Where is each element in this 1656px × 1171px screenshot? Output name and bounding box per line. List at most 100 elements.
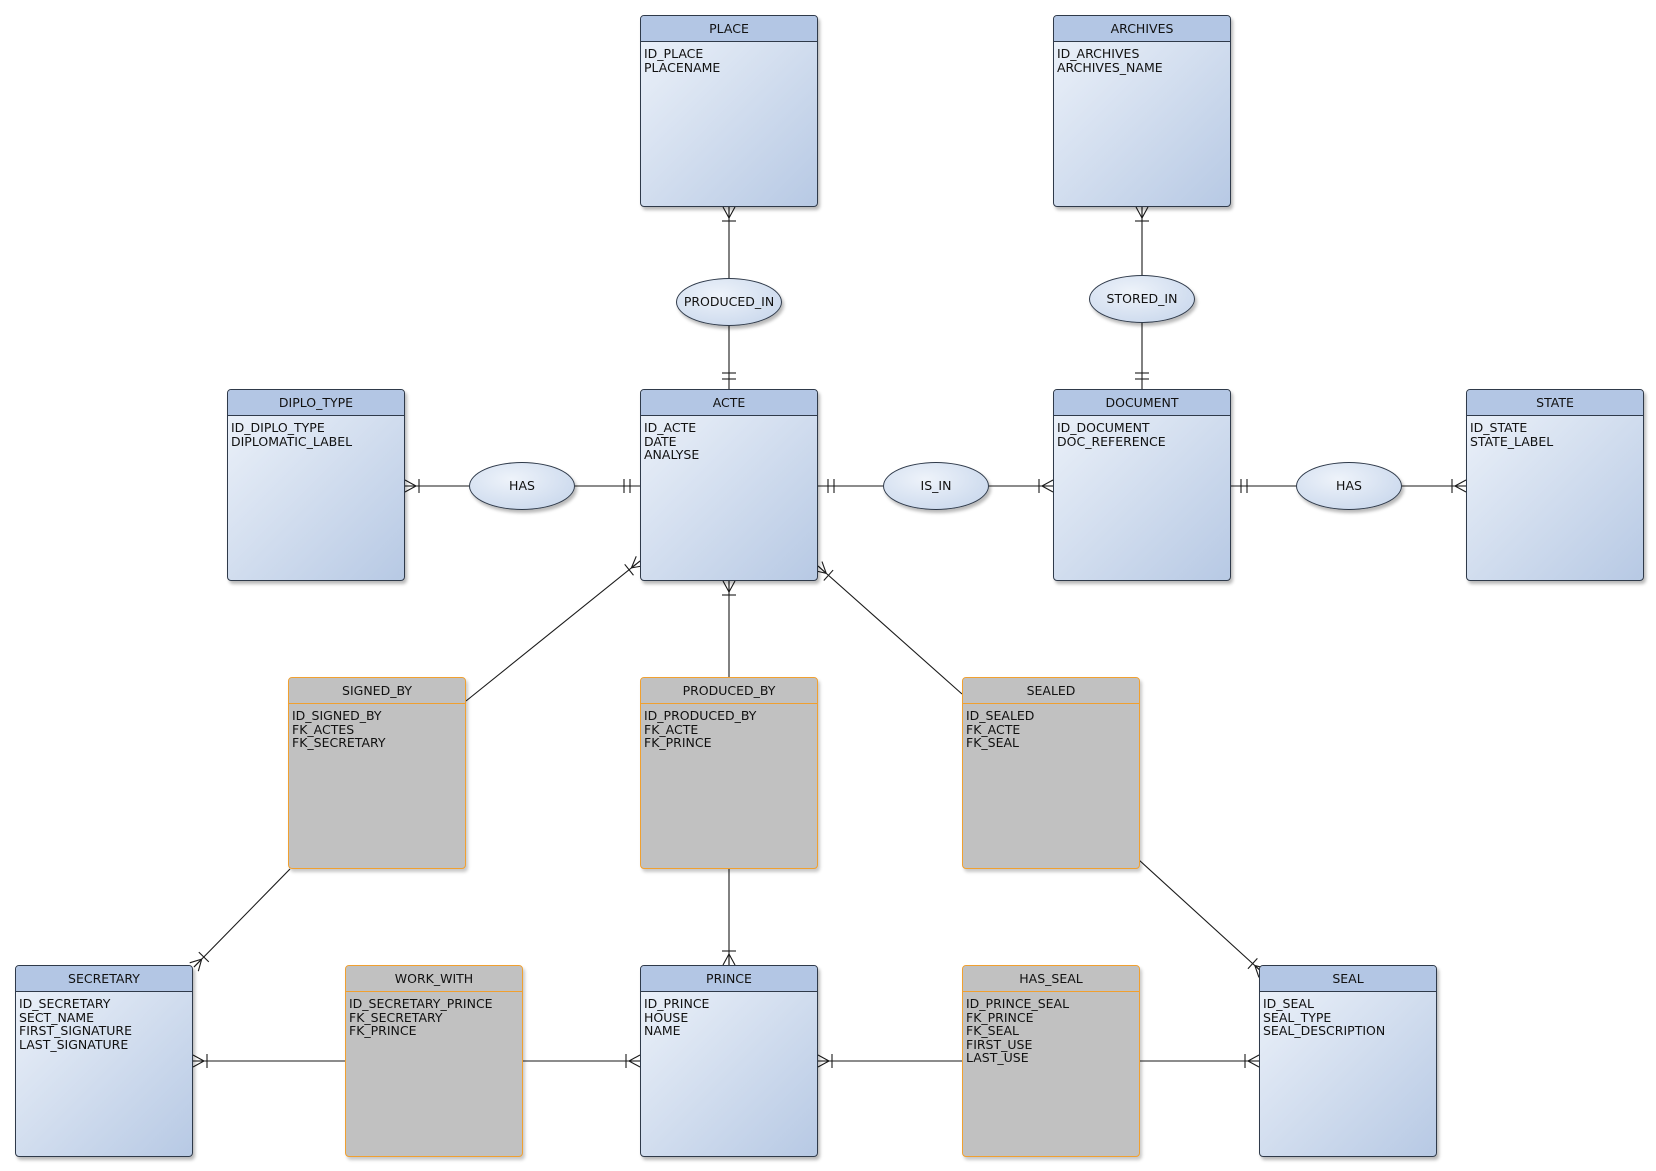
attribute: ARCHIVES_NAME — [1057, 59, 1163, 75]
attribute: ID_SECRETARY_PRINCE — [349, 996, 493, 1011]
attribute: PLACENAME — [644, 59, 721, 75]
entity-title: PLACE — [641, 16, 817, 42]
attribute: ANALYSE — [644, 447, 700, 463]
entity-title: PRODUCED_BY — [641, 678, 817, 704]
relationship-has-diplo[interactable]: HAS — [469, 462, 575, 510]
entity-document[interactable]: DOCUMENT ID_DOCUMENT DOC_REFERENCE — [1053, 389, 1231, 581]
attribute: FK_SEAL — [966, 735, 1019, 751]
attribute-list: ID_PRINCE_SEAL FK_PRINCE FK_SEAL FIRST_U… — [963, 992, 1139, 1070]
attribute: LAST_USE — [966, 1050, 1029, 1066]
relationship-stored-in[interactable]: STORED_IN — [1089, 275, 1195, 323]
crows-foot-mark — [1247, 1054, 1260, 1062]
attribute: SEAL_DESCRIPTION — [1263, 1023, 1386, 1039]
connector-line-13 — [193, 868, 291, 968]
attribute: LAST_SIGNATURE — [19, 1036, 129, 1052]
bar-mark — [1247, 958, 1258, 970]
attribute-list: ID_DOCUMENT DOC_REFERENCE — [1054, 416, 1230, 453]
entity-acte[interactable]: ACTE ID_ACTE DATE ANALYSE — [640, 389, 818, 581]
attribute: FK_SECRETARY — [349, 1009, 443, 1025]
crows-foot-mark — [189, 958, 202, 964]
attribute-list: ID_PRODUCED_BY FK_ACTE FK_PRINCE — [641, 704, 817, 755]
crows-foot-mark — [404, 479, 417, 487]
attribute: ID_PRODUCED_BY — [644, 708, 757, 723]
bar-mark — [198, 951, 210, 963]
attribute: FK_ACTE — [966, 721, 1021, 737]
crows-foot-mark — [821, 561, 827, 574]
attribute: ID_ARCHIVES — [1057, 46, 1140, 61]
connector-line-15 — [1138, 859, 1264, 974]
crows-foot-mark — [628, 1054, 641, 1062]
attribute: DIPLOMATIC_LABEL — [231, 433, 353, 449]
attribute: DATE — [644, 433, 677, 449]
attribute: NAME — [644, 1023, 681, 1039]
entity-place[interactable]: PLACE ID_PLACE PLACENAME — [640, 15, 818, 207]
entity-secretary[interactable]: SECRETARY ID_SECRETARY SECT_NAME FIRST_S… — [15, 965, 193, 1157]
entity-diplo-type[interactable]: DIPLO_TYPE ID_DIPLO_TYPE DIPLOMATIC_LABE… — [227, 389, 405, 581]
crows-foot-mark — [722, 953, 730, 966]
crows-foot-mark — [1135, 206, 1143, 219]
crows-foot-mark — [728, 580, 736, 593]
entity-title: SIGNED_BY — [289, 678, 465, 704]
attribute: DOC_REFERENCE — [1057, 433, 1166, 449]
bar-mark — [624, 563, 634, 576]
attribute-list: ID_STATE STATE_LABEL — [1467, 416, 1643, 453]
attribute-list: ID_ACTE DATE ANALYSE — [641, 416, 817, 467]
attribute: FK_SEAL — [966, 1023, 1019, 1039]
attribute: HOUSE — [644, 1009, 689, 1025]
relationship-is-in[interactable]: IS_IN — [883, 462, 989, 510]
attribute: FIRST_USE — [966, 1036, 1033, 1052]
attribute: ID_SEALED — [966, 708, 1035, 723]
crows-foot-mark — [1141, 206, 1149, 219]
attribute-list: ID_SEALED FK_ACTE FK_SEAL — [963, 704, 1139, 755]
crows-foot-mark — [728, 953, 736, 966]
crows-foot-mark — [1041, 485, 1054, 493]
crows-foot-mark — [192, 1054, 205, 1062]
relationship-has-state[interactable]: HAS — [1296, 462, 1402, 510]
attribute: ID_PLACE — [644, 46, 704, 61]
attribute: ID_SIGNED_BY — [292, 708, 382, 723]
attribute-list: ID_SIGNED_BY FK_ACTES FK_SECRETARY — [289, 704, 465, 755]
entity-seal[interactable]: SEAL ID_SEAL SEAL_TYPE SEAL_DESCRIPTION — [1259, 965, 1437, 1157]
attribute: ID_PRINCE_SEAL — [966, 996, 1070, 1011]
attribute: FIRST_SIGNATURE — [19, 1023, 132, 1039]
connector-line-10 — [465, 560, 641, 702]
attribute-list: ID_ARCHIVES ARCHIVES_NAME — [1054, 42, 1230, 79]
entity-title: ARCHIVES — [1054, 16, 1230, 42]
entity-title: WORK_WITH — [346, 966, 522, 992]
crows-foot-mark — [1454, 485, 1467, 493]
attribute-list: ID_PLACE PLACENAME — [641, 42, 817, 79]
crows-foot-mark — [728, 206, 736, 219]
attribute: FK_SECRETARY — [292, 735, 386, 751]
entity-prince[interactable]: PRINCE ID_PRINCE HOUSE NAME — [640, 965, 818, 1157]
attribute-list: ID_DIPLO_TYPE DIPLOMATIC_LABEL — [228, 416, 404, 453]
crows-foot-mark — [192, 1060, 205, 1068]
crows-foot-mark — [193, 958, 203, 968]
connector-line-12 — [817, 565, 963, 695]
relationship-produced-in[interactable]: PRODUCED_IN — [676, 278, 782, 326]
entity-produced-by[interactable]: PRODUCED_BY ID_PRODUCED_BY FK_ACTE FK_PR… — [640, 677, 818, 869]
entity-state[interactable]: STATE ID_STATE STATE_LABEL — [1466, 389, 1644, 581]
entity-title: STATE — [1467, 390, 1643, 416]
attribute: SEAL_TYPE — [1263, 1009, 1332, 1025]
attribute-list: ID_PRINCE HOUSE NAME — [641, 992, 817, 1043]
crows-foot-mark — [817, 1054, 830, 1062]
attribute: FK_PRINCE — [966, 1009, 1034, 1025]
entity-archives[interactable]: ARCHIVES ID_ARCHIVES ARCHIVES_NAME — [1053, 15, 1231, 207]
attribute: ID_DOCUMENT — [1057, 420, 1150, 435]
crows-foot-mark — [817, 565, 827, 574]
crows-foot-mark — [722, 580, 730, 593]
entity-signed-by[interactable]: SIGNED_BY ID_SIGNED_BY FK_ACTES FK_SECRE… — [288, 677, 466, 869]
entity-title: DIPLO_TYPE — [228, 390, 404, 416]
attribute: ID_DIPLO_TYPE — [231, 420, 325, 435]
entity-work-with[interactable]: WORK_WITH ID_SECRETARY_PRINCE FK_SECRETA… — [345, 965, 523, 1157]
attribute: ID_ACTE — [644, 420, 697, 435]
attribute: ID_SECRETARY — [19, 996, 111, 1011]
attribute: FK_PRINCE — [349, 1023, 417, 1039]
entity-title: SECRETARY — [16, 966, 192, 992]
crows-foot-mark — [631, 560, 641, 569]
entity-has-seal[interactable]: HAS_SEAL ID_PRINCE_SEAL FK_PRINCE FK_SEA… — [962, 965, 1140, 1157]
entity-title: SEAL — [1260, 966, 1436, 992]
entity-sealed[interactable]: SEALED ID_SEALED FK_ACTE FK_SEAL — [962, 677, 1140, 869]
attribute: SECT_NAME — [19, 1009, 95, 1025]
